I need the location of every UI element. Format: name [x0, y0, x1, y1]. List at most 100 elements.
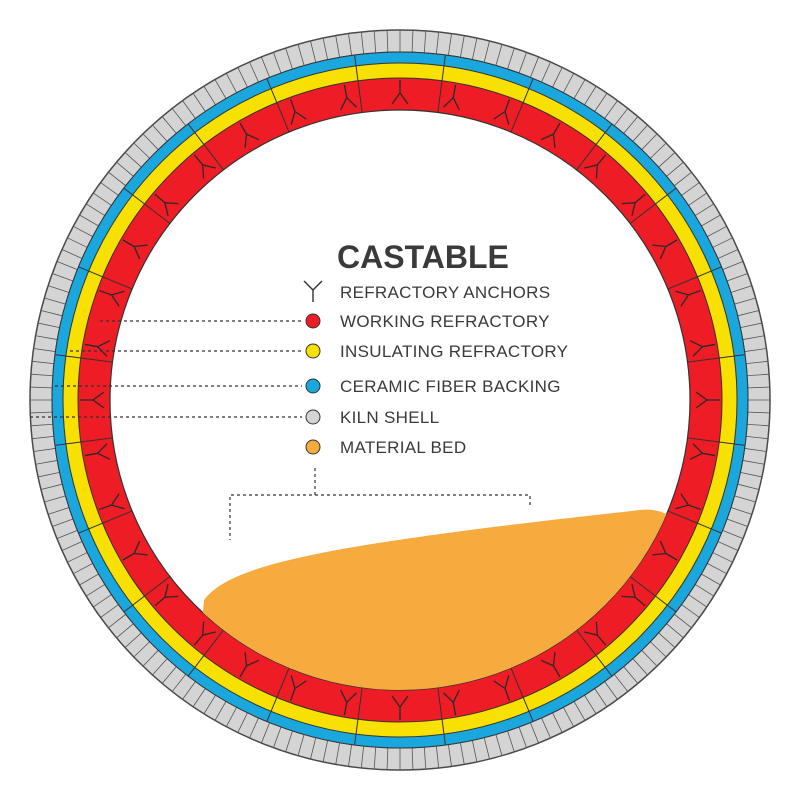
refractory-anchor-icon — [84, 340, 111, 357]
refractory-anchor-icon — [493, 99, 511, 125]
shell-segment-line — [483, 737, 490, 760]
shell-segment-line — [747, 411, 770, 414]
shell-segment-line — [623, 116, 639, 134]
shell-segment-line — [44, 297, 66, 305]
refractory-anchor-icon — [583, 154, 607, 179]
shell-segment-line — [249, 61, 259, 83]
shell-segment-line — [56, 529, 78, 539]
shell-segment-line — [573, 701, 586, 721]
shell-segment-line — [726, 273, 748, 282]
shell-segment-line — [552, 712, 563, 733]
legend-label-shell: KILN SHELL — [340, 408, 439, 427]
refractory-anchor-icon — [621, 193, 646, 217]
shell-segment-line — [33, 448, 56, 452]
shell-segment-line — [142, 650, 159, 667]
shell-segment-line — [67, 237, 88, 248]
shell-segment-line — [35, 460, 58, 465]
refractory-anchor-icon — [84, 443, 111, 460]
shell-segment-line — [594, 688, 608, 707]
shell-segment-line — [734, 297, 756, 305]
shell-segment-line — [38, 471, 60, 478]
shell-segment-line — [694, 203, 714, 216]
shell-segment-line — [133, 641, 150, 658]
shell-segment-line — [161, 116, 177, 134]
refractory-anchor-icon — [391, 80, 409, 105]
refractory-anchor-icon — [340, 689, 357, 716]
shell-segment-line — [529, 722, 539, 744]
shell-segment-line — [744, 448, 767, 452]
shell-segment-line — [386, 30, 389, 53]
shell-segment-line — [297, 734, 305, 756]
shell-segment-line — [584, 86, 597, 106]
shell-segment-line — [411, 30, 414, 53]
shell-segment-line — [100, 604, 119, 618]
shell-segment-line — [573, 79, 586, 99]
red-dot-icon — [305, 313, 321, 329]
shell-segment-line — [373, 747, 377, 770]
shell-segment-line — [31, 435, 54, 440]
shell-segment-line — [33, 348, 56, 352]
shell-segment-line — [448, 33, 452, 56]
legend-leader-lines — [30, 320, 531, 540]
shell-segment-line — [108, 613, 127, 629]
shell-segment-line — [423, 747, 427, 770]
refractory-anchor-icon — [652, 540, 678, 561]
lining-joint-line — [123, 187, 171, 224]
shell-segment-line — [124, 152, 142, 168]
shell-segment-line — [613, 108, 629, 127]
refractory-anchor-icon — [540, 652, 561, 678]
shell-segment-line — [495, 44, 503, 66]
shell-segment-line — [203, 86, 216, 106]
shell-segment-line — [641, 650, 658, 667]
shell-segment-line — [79, 573, 99, 586]
shell-segment-line — [747, 423, 770, 427]
yellow-dot-icon — [305, 343, 321, 359]
refractory-segment-lines — [54, 54, 746, 746]
shell-segment-line — [285, 730, 293, 753]
shell-segment-line — [742, 460, 765, 465]
shell-segment-line — [35, 335, 58, 340]
lining-joint-line — [78, 510, 133, 534]
shell-segment-line — [604, 681, 618, 700]
refractory-anchor-icon — [122, 239, 148, 260]
shell-segment-line — [360, 31, 365, 54]
shell-segment-line — [460, 35, 465, 58]
shell-segment-line — [93, 594, 112, 608]
lining-joint-line — [576, 629, 613, 677]
refractory-anchor-icon — [154, 583, 179, 607]
refractory-anchor-icon — [689, 443, 716, 460]
lining-joint-line — [187, 123, 224, 171]
shell-segment-line — [40, 310, 63, 317]
shell-segment-line — [348, 744, 352, 767]
lining-joint-line — [266, 667, 290, 722]
shell-segment-line — [673, 171, 692, 187]
shell-segment-line — [541, 717, 551, 739]
shell-segment-line — [722, 529, 744, 539]
shell-segment-line — [673, 613, 692, 629]
shell-segment-line — [335, 742, 340, 765]
shell-segment-line — [688, 192, 707, 206]
shell-segment-line — [116, 161, 134, 177]
shell-segment-line — [373, 30, 377, 53]
shell-segment-line — [701, 214, 721, 227]
shell-segment-line — [52, 273, 74, 282]
y-anchor-icon — [303, 280, 323, 302]
shell-segment-line — [182, 681, 196, 700]
material-bed-shape — [190, 509, 690, 690]
refractory-anchor-icon — [122, 540, 148, 561]
shell-segment-line — [734, 495, 756, 503]
shell-segment-line — [61, 541, 83, 551]
shell-segment-line — [133, 142, 150, 159]
shell-segment-line — [740, 471, 762, 478]
lining-joint-line — [667, 510, 722, 534]
shell-segment-line — [742, 335, 765, 340]
lining-joint-line — [354, 687, 363, 746]
shell-segment-line — [707, 563, 727, 575]
shell-segment-line — [658, 632, 676, 648]
shell-segment-line — [529, 56, 539, 78]
refractory-anchor-icon — [493, 675, 511, 701]
refractory-anchor-icon — [443, 689, 460, 716]
shell-segment-line — [460, 742, 465, 765]
refractory-anchor-icon — [695, 391, 720, 409]
shell-segment-line — [285, 47, 293, 70]
